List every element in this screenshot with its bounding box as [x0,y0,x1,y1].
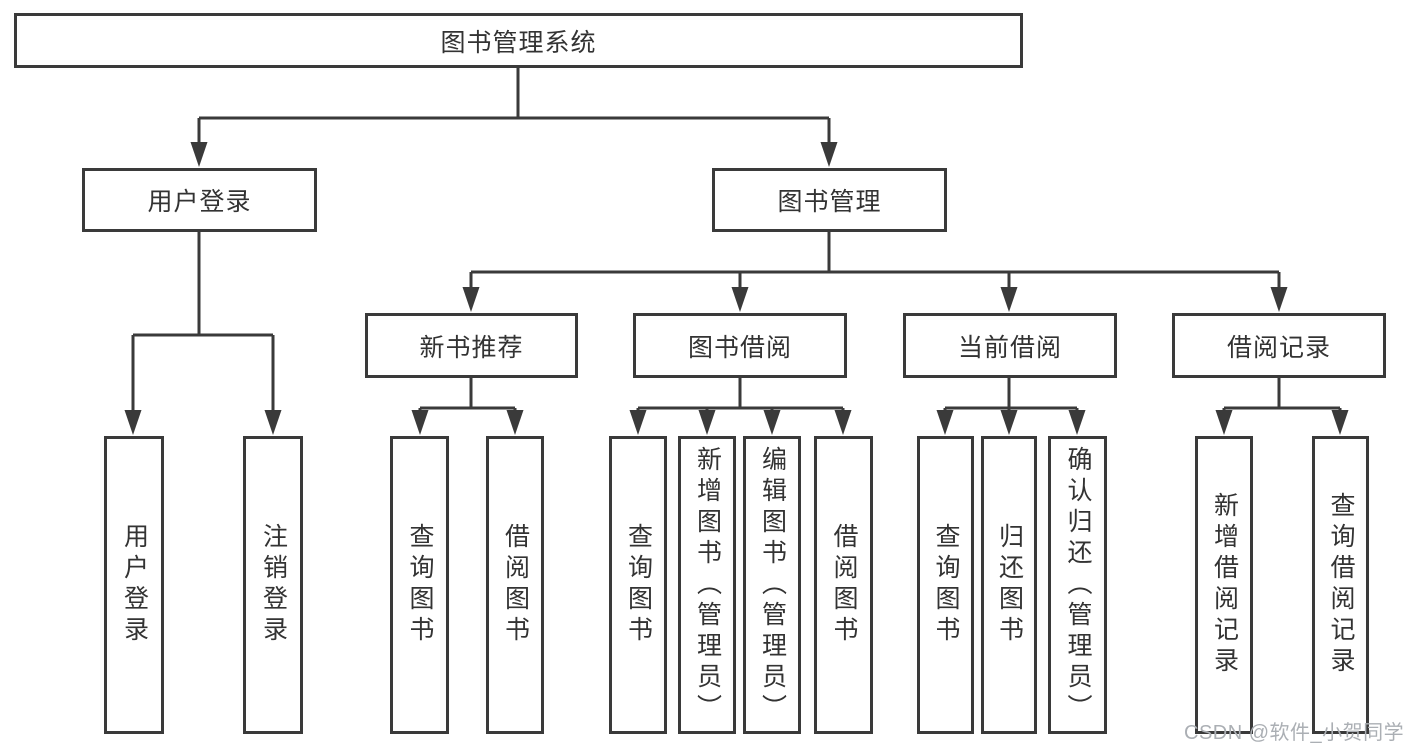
node-label: 图书管理系统 [440,28,597,57]
node-current-borrowing: 当前借阅 [903,313,1117,378]
node-label: 借阅图书 [830,523,858,647]
node-label: 查询图书 [406,523,434,647]
node-book-management: 图书管理 [712,168,947,232]
node-leaf-add-book-admin: 新增图书（管理员） [678,436,736,734]
node-leaf-add-borrow-record: 新增借阅记录 [1195,436,1253,734]
node-leaf-query-book-current: 查询图书 [917,436,974,734]
node-user-login: 用户登录 [82,168,317,232]
node-label: 查询图书 [932,523,960,647]
node-leaf-return-book: 归还图书 [981,436,1037,734]
node-leaf-query-borrow-record: 查询借阅记录 [1312,436,1369,734]
node-leaf-confirm-return-admin: 确认归还（管理员） [1048,436,1107,734]
node-new-book-recommend: 新书推荐 [365,313,578,378]
node-label: 图书管理 [777,188,882,216]
node-book-borrowing: 图书借阅 [633,313,847,378]
csdn-watermark: CSDN @软件_小贺同学 [1184,722,1405,744]
node-leaf-borrow-book: 借阅图书 [814,436,873,734]
node-leaf-query-book-borrowing: 查询图书 [609,436,667,734]
node-label: 借阅记录 [1226,333,1331,362]
node-leaf-edit-book-admin: 编辑图书（管理员） [743,436,801,734]
node-borrowing-records: 借阅记录 [1172,313,1386,378]
node-label: 新增图书（管理员） [693,445,722,725]
node-leaf-logout: 注销登录 [243,436,303,734]
node-label: 编辑图书（管理员） [758,445,787,725]
node-label: 新增借阅记录 [1210,492,1239,678]
node-label: 注销登录 [259,523,288,647]
arrowheads [124,142,1349,435]
node-label: 确认归还（管理员） [1064,445,1092,725]
node-label: 借阅图书 [501,523,530,647]
node-leaf-borrow-book-recommend: 借阅图书 [486,436,544,734]
node-label: 归还图书 [995,523,1024,647]
node-leaf-query-book-recommend: 查询图书 [390,436,449,734]
node-label: 用户登录 [147,188,252,216]
node-label: 新书推荐 [419,333,524,362]
node-label: 查询图书 [624,523,653,647]
node-label: 图书借阅 [687,333,792,362]
node-label: 用户登录 [120,523,149,647]
node-label: 查询借阅记录 [1327,492,1355,678]
node-leaf-user-login: 用户登录 [104,436,164,734]
node-library-management-system: 图书管理系统 [14,13,1023,68]
node-label: 当前借阅 [957,333,1062,362]
